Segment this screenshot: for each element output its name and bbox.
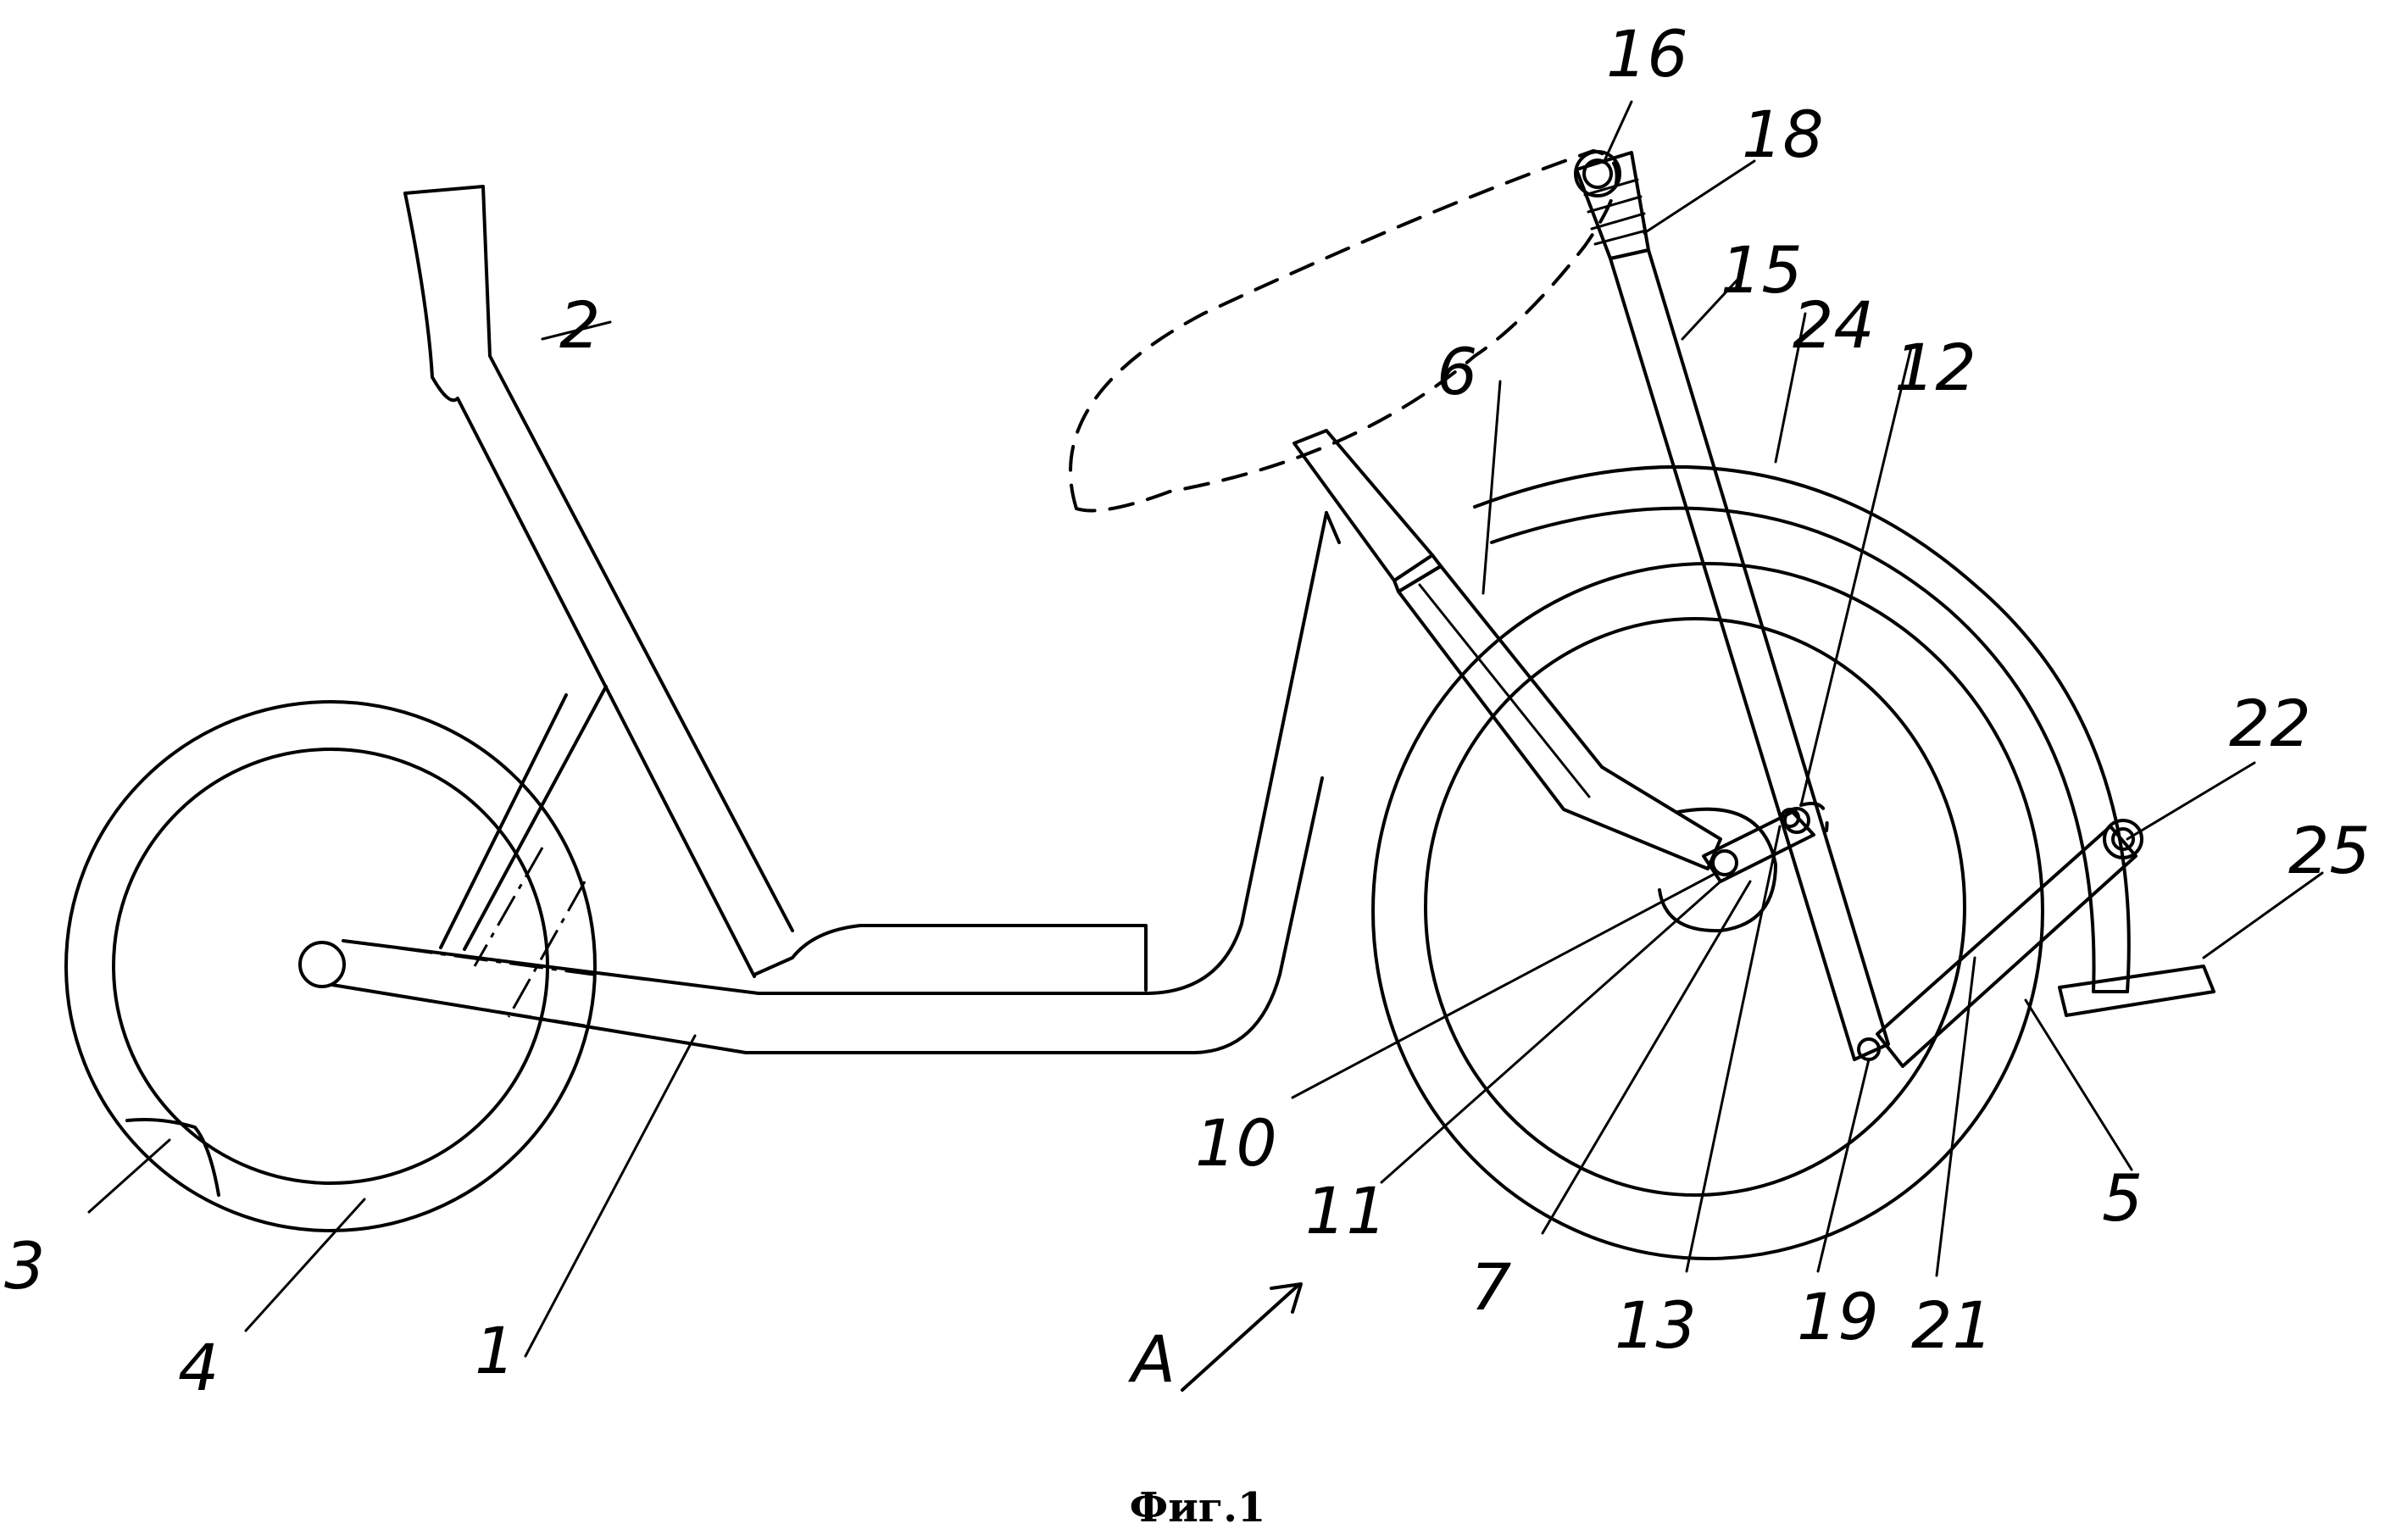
main-frame	[331, 511, 1341, 1054]
rod-21	[1876, 819, 2143, 1068]
rear-wheel	[64, 700, 597, 1232]
label-19: 19	[1797, 1279, 1879, 1354]
label-7: 7	[1470, 1249, 1511, 1325]
fork-tube	[1293, 429, 1722, 870]
label-3: 3	[4, 1228, 45, 1304]
label-10: 10	[1195, 1105, 1277, 1181]
figure-caption: Фиг.1	[1130, 1484, 1266, 1532]
handlebar-swing-path	[1069, 148, 1619, 513]
view-arrow-a	[1181, 1282, 1303, 1392]
label-5: 5	[2102, 1160, 2143, 1236]
label-22: 22	[2229, 686, 2311, 761]
label-11: 11	[1305, 1173, 1387, 1248]
label-25: 25	[2288, 813, 2371, 888]
leader-lines	[87, 100, 2324, 1358]
label-4: 4	[178, 1330, 219, 1405]
reference-numerals: 1 2 3 4 5 6 7 10 11 12 13 15 16 18 19 21…	[4, 16, 2371, 1405]
label-13: 13	[1615, 1287, 1697, 1363]
label-24: 24	[1793, 287, 1875, 363]
label-12: 12	[1894, 330, 1976, 405]
label-6: 6	[1437, 334, 1477, 409]
view-label-a: A	[1127, 1321, 1176, 1397]
label-1: 1	[475, 1313, 515, 1388]
lever-15	[1574, 150, 1890, 1061]
label-2: 2	[559, 287, 600, 363]
crank-assembly	[1702, 802, 1829, 883]
footrest	[2058, 965, 2215, 1017]
rear-post	[331, 185, 794, 1027]
label-21: 21	[1911, 1287, 1993, 1363]
label-16: 16	[1606, 16, 1688, 92]
label-18: 18	[1742, 97, 1824, 172]
label-15: 15	[1721, 232, 1803, 308]
